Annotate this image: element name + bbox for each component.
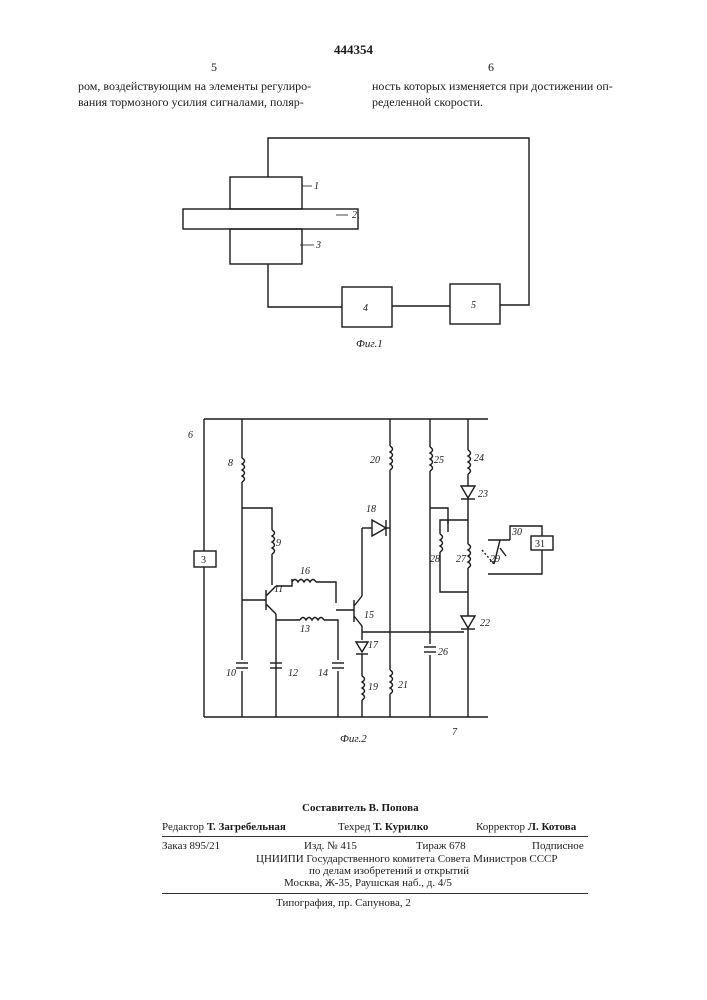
fig1-label: 4 xyxy=(363,303,368,314)
corrector-label: Корректор xyxy=(476,821,525,833)
editor-label: Редактор xyxy=(162,821,204,833)
fig2-label: 25 xyxy=(434,455,444,466)
fig2-label: 17 xyxy=(368,640,379,651)
fig2-label: 16 xyxy=(300,566,310,577)
fig2-label: 21 xyxy=(398,680,408,691)
fig2-label: 18 xyxy=(366,504,376,515)
wire-3-4 xyxy=(268,264,342,307)
fig2-block-3: 3 xyxy=(201,555,206,566)
fig1-label: 2 xyxy=(352,210,357,221)
fig2-label: 22 xyxy=(480,618,490,629)
fig2-label: 8 xyxy=(228,458,233,469)
divider xyxy=(162,836,588,837)
organization-line-2: по делам изобретений и открытий xyxy=(309,865,469,877)
fig2-label: 11 xyxy=(274,584,283,595)
fig2-label: 26 xyxy=(438,647,448,658)
corrector-name: Л. Котова xyxy=(528,821,576,833)
fig2-label: 10 xyxy=(226,668,236,679)
fig2-label: 7 xyxy=(452,727,458,738)
fig1-label: 1 xyxy=(314,181,319,192)
fig1-label: 5 xyxy=(471,300,476,311)
fig1-caption: Фиг.1 xyxy=(356,338,383,350)
fig2-label: 28 xyxy=(430,554,440,565)
fig2-caption: Фиг.2 xyxy=(340,733,367,745)
organization-line-1: ЦНИИПИ Государственного комитета Совета … xyxy=(256,853,558,865)
fig2-label: 19 xyxy=(368,682,378,693)
fig2-label: 15 xyxy=(364,610,374,621)
feedback-wire xyxy=(268,138,529,305)
figures: 1 2 3 4 5 Фиг.1 3 31 6 7 8 9 10 11 12 13… xyxy=(0,0,707,780)
corrector: Корректор Л. Котова xyxy=(476,821,576,833)
disc-2 xyxy=(183,209,358,229)
divider xyxy=(162,893,588,894)
edition-number: Изд. № 415 xyxy=(304,840,357,852)
fig2-label: 9 xyxy=(276,538,281,549)
editor: Редактор Т. Загребельная xyxy=(162,821,286,833)
fig2-label: 20 xyxy=(370,455,380,466)
editor-name: Т. Загребельная xyxy=(207,821,286,833)
fig2-label: 29 xyxy=(490,554,500,565)
techred-name: Т. Курилко xyxy=(373,821,428,833)
fig1-label: 3 xyxy=(315,240,321,251)
address: Москва, Ж-35, Раушская наб., д. 4/5 xyxy=(284,877,452,889)
circulation: Тираж 678 xyxy=(416,840,466,852)
techred: Техред Т. Курилко xyxy=(338,821,428,833)
order-number: Заказ 895/21 xyxy=(162,840,220,852)
compiler: Составитель В. Попова xyxy=(302,802,419,814)
fig2-label: 23 xyxy=(478,489,488,500)
fig2-label: 24 xyxy=(474,453,484,464)
element-1 xyxy=(230,177,302,209)
fig2-label: 13 xyxy=(300,624,310,635)
techred-label: Техред xyxy=(338,821,370,833)
subscription: Подписное xyxy=(532,840,584,852)
fig2-label: 6 xyxy=(188,430,193,441)
printer: Типография, пр. Сапунова, 2 xyxy=(276,897,411,909)
fig1-diagram xyxy=(183,138,529,327)
fig2-label: 12 xyxy=(288,668,298,679)
fig2-block-31: 31 xyxy=(535,539,545,550)
fig2-label: 14 xyxy=(318,668,328,679)
fig2-label: 30 xyxy=(511,527,522,538)
fig2-label: 27 xyxy=(456,554,467,565)
element-3 xyxy=(230,229,302,264)
